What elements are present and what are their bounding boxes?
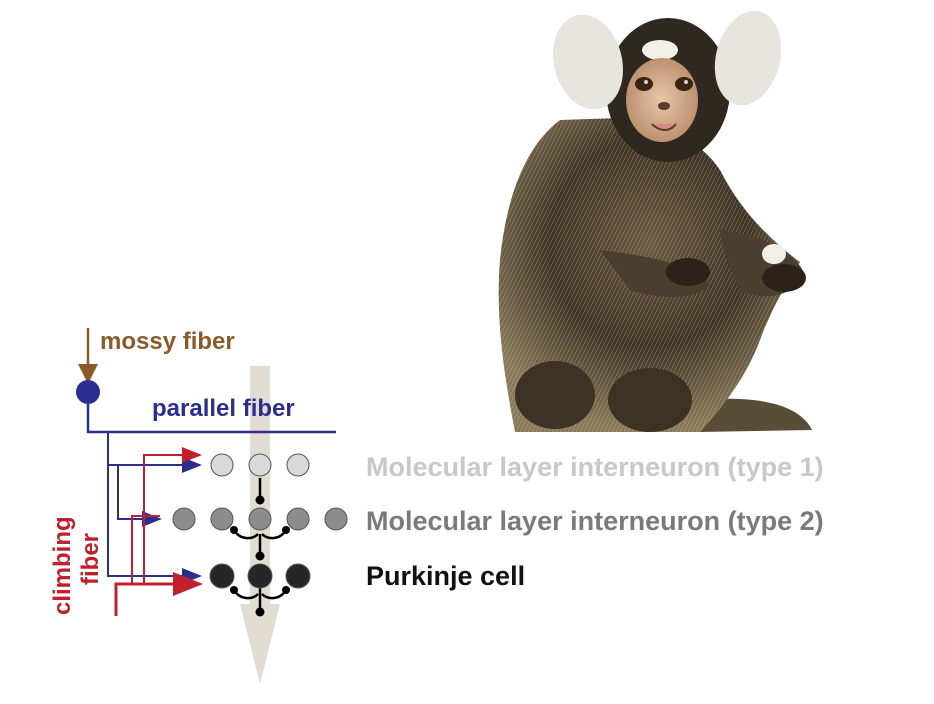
marmoset-eye-left: [635, 77, 653, 91]
marmoset-eye-right: [675, 77, 693, 91]
marmoset-hand-left: [666, 258, 710, 286]
granule-cell: [76, 380, 100, 404]
type2-cell: [172, 507, 196, 531]
marmoset-hand-right: [762, 264, 806, 292]
type2-cell: [324, 507, 348, 531]
type1-cell: [248, 453, 272, 477]
purkinje-cell: [209, 563, 235, 589]
marmoset-tail: [700, 398, 812, 432]
type1-cell: [286, 453, 310, 477]
parallel-fiber-label: parallel fiber: [152, 395, 295, 422]
marmoset-photo: [498, 10, 812, 432]
flow-arrow-head: [240, 604, 280, 684]
purkinje-cell: [285, 563, 311, 589]
climbing-fiber: climbing fiber: [49, 447, 203, 616]
layer-label-type1: Molecular layer interneuron (type 1): [366, 452, 824, 482]
climbing-fiber-label-line2: fiber: [77, 533, 104, 585]
mossy-fiber-label: mossy fiber: [100, 328, 235, 355]
mossy-fiber: mossy fiber: [76, 328, 235, 404]
inhibitory-connections: [230, 478, 290, 617]
parallel-fiber: parallel fiber: [86, 395, 336, 584]
type2-cell: [248, 507, 272, 531]
type2-cell: [210, 507, 234, 531]
type1-cell: [210, 453, 234, 477]
food-morsel: [762, 244, 786, 264]
layer-label-type2: Molecular layer interneuron (type 2): [366, 506, 824, 536]
purkinje-cell: [247, 563, 273, 589]
cell-layers: [172, 453, 348, 589]
layer-label-purkinje: Purkinje cell: [366, 561, 525, 591]
climbing-fiber-label-line1: climbing: [49, 516, 76, 615]
type2-cell: [286, 507, 310, 531]
